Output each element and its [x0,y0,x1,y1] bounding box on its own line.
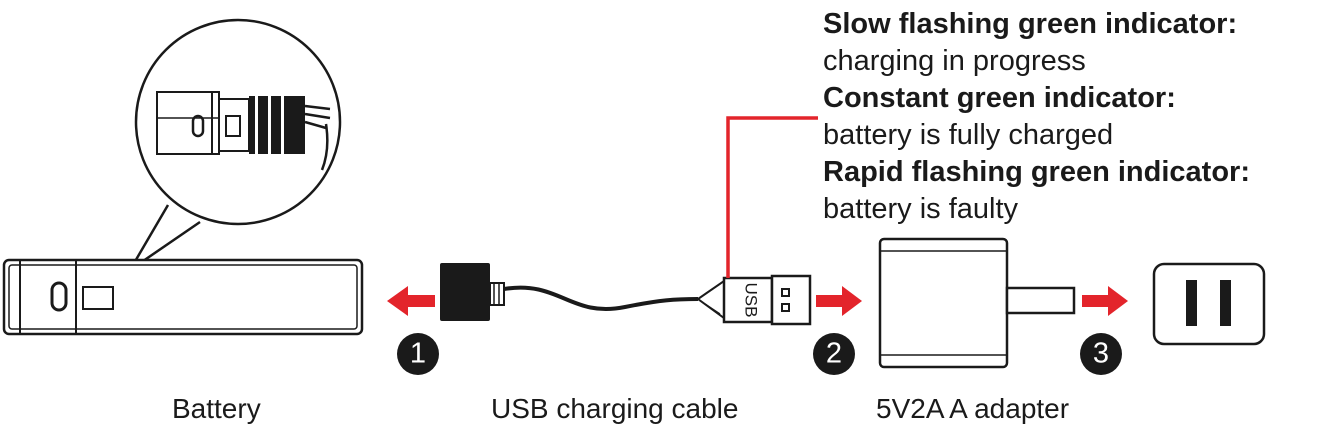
cable-wire [503,285,699,311]
wall-socket [1152,262,1266,346]
svg-text:1: 1 [410,338,426,370]
usb-plug-label: USB [742,283,761,318]
magnified-indicator-led [191,114,205,138]
step-badge-1: 1 [397,333,439,375]
legend-desc-slow-flash: charging in progress [823,45,1086,77]
usb-plug-metal-tip [770,274,812,326]
usb-charging-cable: USB [440,263,812,326]
cable-caption: USB charging cable [491,393,739,424]
svg-text:3: 3 [1093,338,1109,370]
usb-plug-strain-relief [696,279,725,320]
adapter-caption: 5V2A A adapter [876,393,1070,424]
magnified-cable-connector [249,96,305,154]
step-badge-2: 2 [813,333,855,375]
magnified-battery-end [156,91,331,171]
legend-title-rapid-flash: Rapid flashing green indicator: [823,156,1250,188]
cable-battery-connector [440,263,490,321]
battery-caption: Battery [172,393,261,424]
magnified-charging-port [225,115,241,137]
arrow-step-3 [1082,286,1128,316]
svg-text:2: 2 [826,338,842,370]
indicator-status-legend: Slow flashing green indicator: charging … [823,6,1250,228]
legend-desc-constant: battery is fully charged [823,119,1114,151]
indicator-leader-line [726,116,818,278]
legend-title-slow-flash: Slow flashing green indicator: [823,8,1238,40]
adapter-prongs [1005,286,1076,315]
legend-desc-rapid-flash: battery is faulty [823,193,1019,225]
battery-body [2,258,364,336]
battery-charging-port [82,286,114,310]
arrow-step-2 [816,286,862,316]
magnified-detail-bubble [128,18,342,272]
arrow-step-1 [387,286,435,316]
legend-title-constant: Constant green indicator: [823,82,1176,114]
battery [2,258,364,336]
socket-slot-left [1186,280,1197,326]
socket-slot-right [1220,280,1231,326]
power-adapter [878,237,1076,369]
adapter-body [878,237,1009,369]
battery-indicator-led [50,281,68,312]
step-badge-3: 3 [1080,333,1122,375]
